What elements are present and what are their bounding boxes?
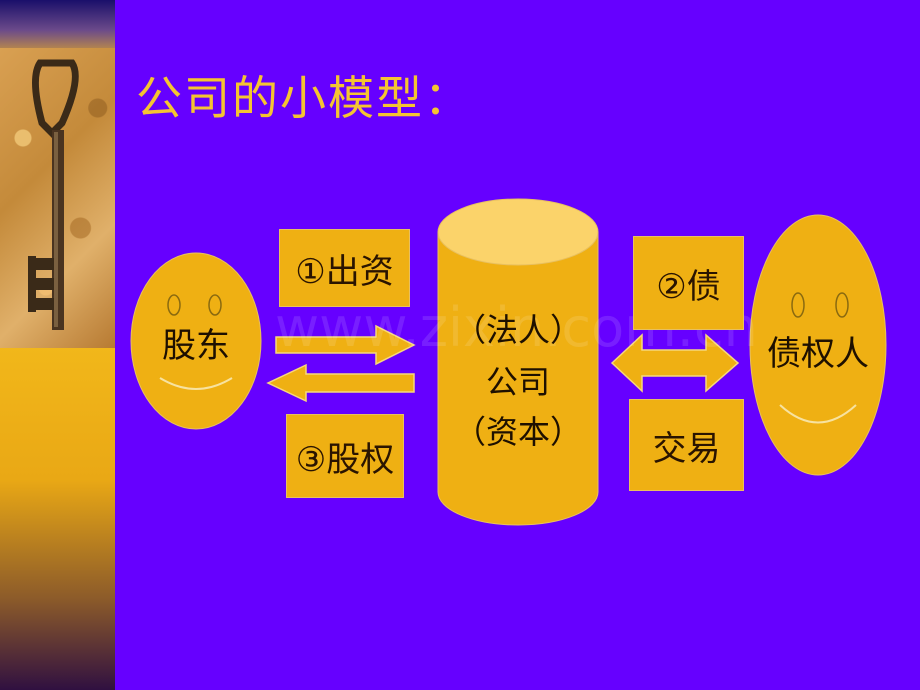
company-label: 公司 xyxy=(485,363,550,401)
invest-box: ①出资 xyxy=(279,229,410,307)
company-cylinder xyxy=(437,198,599,526)
creditor-label: 债权人 xyxy=(767,334,869,374)
page-title: 公司的小模型： xyxy=(136,71,472,125)
trade-box: 交易 xyxy=(629,399,744,491)
shareholder-label: 股东 xyxy=(162,326,230,366)
company-legal-person-label: （法人） xyxy=(453,311,582,349)
company-capital-label: （资本） xyxy=(453,413,582,451)
equity-box: ③股权 xyxy=(286,414,404,498)
debt-box: ②债 xyxy=(633,236,744,330)
left-arrow xyxy=(266,363,415,403)
shareholder-face xyxy=(130,252,262,430)
creditor-face xyxy=(749,214,887,476)
key-photo xyxy=(0,48,115,348)
key-icon xyxy=(28,59,79,330)
double-arrow xyxy=(610,333,740,393)
right-arrow xyxy=(275,324,416,366)
